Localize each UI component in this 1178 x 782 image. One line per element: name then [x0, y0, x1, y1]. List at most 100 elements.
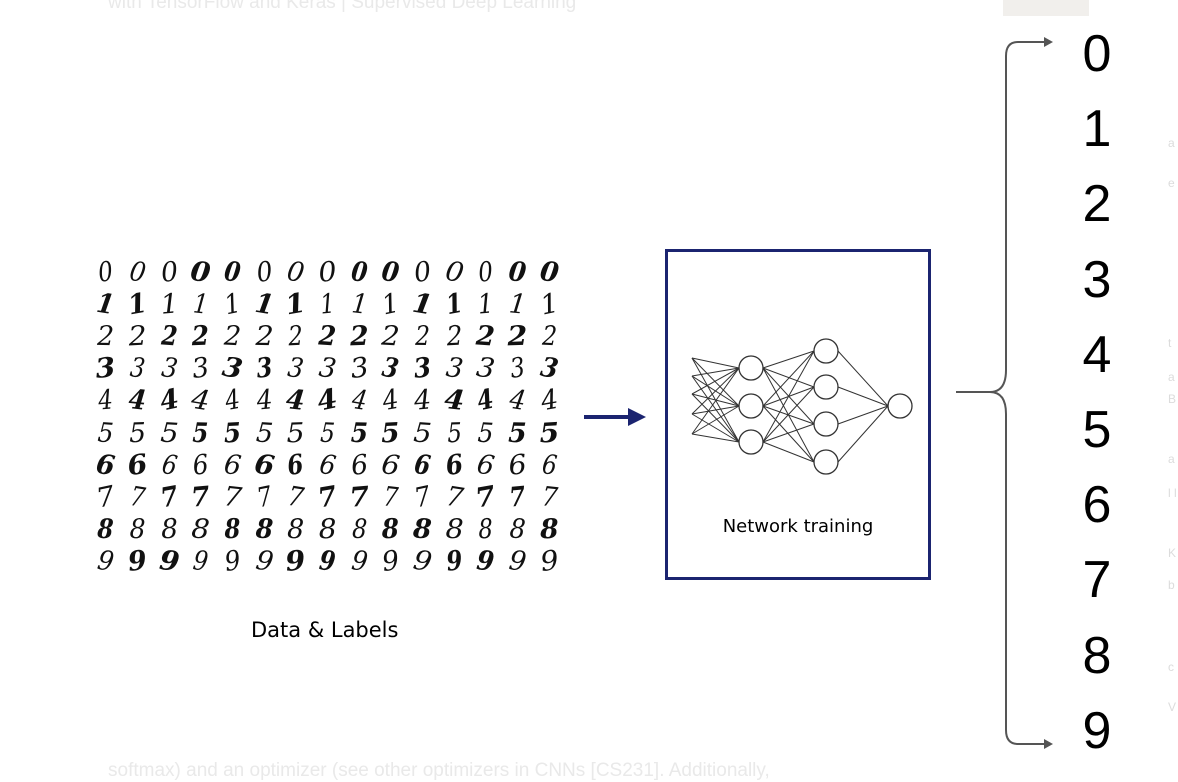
mnist-digit: 4 — [97, 384, 115, 417]
neural-network-icon — [691, 338, 913, 475]
mnist-digit: 6 — [222, 448, 243, 482]
network-edge — [762, 350, 815, 443]
mnist-digit: 2 — [160, 320, 179, 353]
mnist-digit: 3 — [443, 352, 465, 386]
mnist-digit: 0 — [189, 255, 213, 289]
output-class-digit: 1 — [1082, 100, 1112, 159]
mnist-digit: 6 — [379, 448, 402, 482]
mnist-digit: 8 — [287, 514, 305, 546]
mnist-digit: 5 — [538, 417, 560, 450]
network-edge — [691, 405, 740, 415]
mnist-digit: 6 — [349, 448, 370, 482]
mnist-digit: 4 — [507, 384, 528, 418]
mnist-digit: 1 — [318, 288, 337, 321]
mnist-digit: 6 — [540, 449, 559, 482]
mnist-digit: 9 — [349, 545, 370, 579]
mnist-digit: 5 — [319, 417, 336, 449]
network-edge — [691, 357, 740, 407]
background-fragment: a — [1168, 452, 1175, 466]
background-fragment: e — [1168, 176, 1175, 190]
mnist-digit: 7 — [285, 480, 307, 515]
mnist-digit: 6 — [412, 448, 433, 482]
mnist-digit: 1 — [283, 287, 309, 322]
mnist-digit: 9 — [222, 545, 243, 579]
mnist-digit: 6 — [94, 448, 118, 482]
network-edge — [762, 423, 815, 443]
mnist-digit: 2 — [287, 320, 304, 353]
mnist-digit: 7 — [157, 480, 181, 515]
mnist-digit: 8 — [350, 513, 368, 546]
background-fragment: K — [1168, 546, 1177, 560]
mnist-digit: 1 — [476, 288, 496, 321]
network-node — [887, 393, 913, 419]
network-node — [738, 429, 764, 455]
mnist-digit: 5 — [223, 417, 242, 450]
mnist-digit: 7 — [93, 480, 118, 515]
network-training-label: Network training — [722, 516, 874, 537]
mnist-digit: 6 — [252, 448, 277, 483]
mnist-digit: 1 — [379, 287, 403, 322]
mnist-digit: 8 — [97, 513, 115, 546]
mnist-digit: 0 — [537, 255, 561, 289]
mnist-digit: 4 — [284, 384, 307, 418]
mnist-digit: 0 — [222, 255, 243, 289]
output-class-digit: 4 — [1082, 325, 1112, 384]
mnist-digit: 3 — [316, 352, 339, 386]
data-labels-caption: Data & Labels — [251, 618, 399, 642]
network-edge — [691, 357, 740, 369]
mnist-digit: 2 — [506, 320, 528, 353]
mnist-digit: 6 — [159, 448, 180, 482]
network-edge — [762, 350, 815, 407]
mnist-digit: 2 — [475, 320, 497, 353]
mnist-digit: 8 — [223, 513, 242, 546]
network-edge — [691, 405, 740, 435]
mnist-digit: 8 — [539, 513, 559, 546]
brace-arrowhead-icon — [1044, 37, 1053, 47]
network-edge — [691, 367, 740, 395]
mnist-digit: 7 — [347, 481, 371, 514]
mnist-digit: 0 — [507, 255, 528, 289]
mnist-digit: 5 — [507, 417, 528, 449]
mnist-digit: 9 — [317, 545, 338, 579]
network-edge — [691, 367, 740, 377]
network-node — [813, 449, 839, 475]
mnist-digit: 9 — [126, 545, 149, 579]
mnist-digit: 1 — [158, 288, 180, 321]
network-node — [813, 411, 839, 437]
output-class-digit: 9 — [1082, 701, 1112, 760]
output-class-digit: 7 — [1082, 551, 1112, 610]
mnist-digit: 9 — [537, 545, 561, 579]
mnist-digit: 6 — [506, 448, 529, 482]
mnist-digit: 2 — [541, 320, 558, 353]
mnist-digit: 2 — [380, 320, 401, 353]
mnist-digit: 0 — [96, 255, 116, 289]
mnist-digit: 7 — [190, 481, 212, 514]
mnist-digit: 7 — [443, 480, 465, 515]
background-fragment: V — [1168, 700, 1177, 714]
mnist-digit: 1 — [507, 287, 528, 321]
mnist-digit: 7 — [381, 481, 400, 514]
mnist-digit: 2 — [254, 320, 274, 353]
mnist-digit: 3 — [380, 352, 402, 386]
network-edge — [691, 433, 740, 443]
mnist-digit: 8 — [254, 513, 274, 546]
mnist-digit: 5 — [412, 416, 433, 450]
mnist-digit: 3 — [347, 352, 371, 386]
mnist-digit: 1 — [410, 287, 435, 322]
network-edge — [691, 393, 740, 443]
mnist-digit: 5 — [477, 417, 495, 449]
mnist-digit: 7 — [253, 480, 275, 515]
mnist-digit: 3 — [474, 352, 497, 386]
mnist-digit: 0 — [349, 255, 369, 289]
mnist-digit: 5 — [446, 417, 462, 449]
output-class-digit: 5 — [1082, 401, 1112, 459]
mnist-digit: 0 — [316, 255, 339, 289]
network-edge — [762, 405, 815, 463]
mnist-digit: 0 — [411, 255, 434, 289]
background-heading-text: with TensorFlow and Keras | Supervised D… — [108, 0, 577, 13]
mnist-digit: 3 — [254, 352, 274, 385]
mnist-digit: 4 — [222, 384, 243, 418]
mnist-digit: 6 — [317, 448, 338, 482]
mnist-digit: 1 — [94, 287, 117, 321]
